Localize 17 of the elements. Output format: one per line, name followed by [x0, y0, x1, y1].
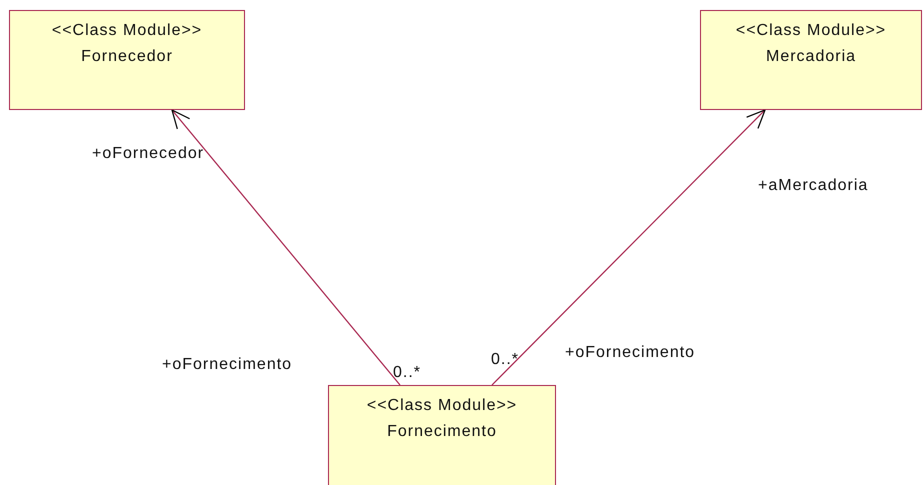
multiplicity-label: 0..*	[393, 364, 422, 382]
class-name: Mercadoria	[764, 47, 858, 67]
class-name: Fornecedor	[80, 47, 174, 67]
multiplicity-label: 0..*	[491, 351, 520, 369]
stereotype-text: <<Class Module>>	[50, 21, 204, 41]
role-label: +aMercadoria	[758, 177, 868, 195]
class-box	[328, 385, 556, 485]
class-box	[700, 10, 922, 110]
role-label: +oFornecimento	[565, 344, 696, 362]
stereotype-text: <<Class Module>>	[366, 396, 518, 416]
role-label: +oFornecedor	[92, 145, 204, 163]
class-name: Fornecimento	[386, 422, 498, 442]
association-arrow	[492, 109, 766, 386]
role-label: +oFornecimento	[162, 356, 292, 374]
class-box	[9, 10, 245, 110]
association-arrow	[171, 109, 400, 386]
stereotype-text: <<Class Module>>	[734, 21, 888, 41]
